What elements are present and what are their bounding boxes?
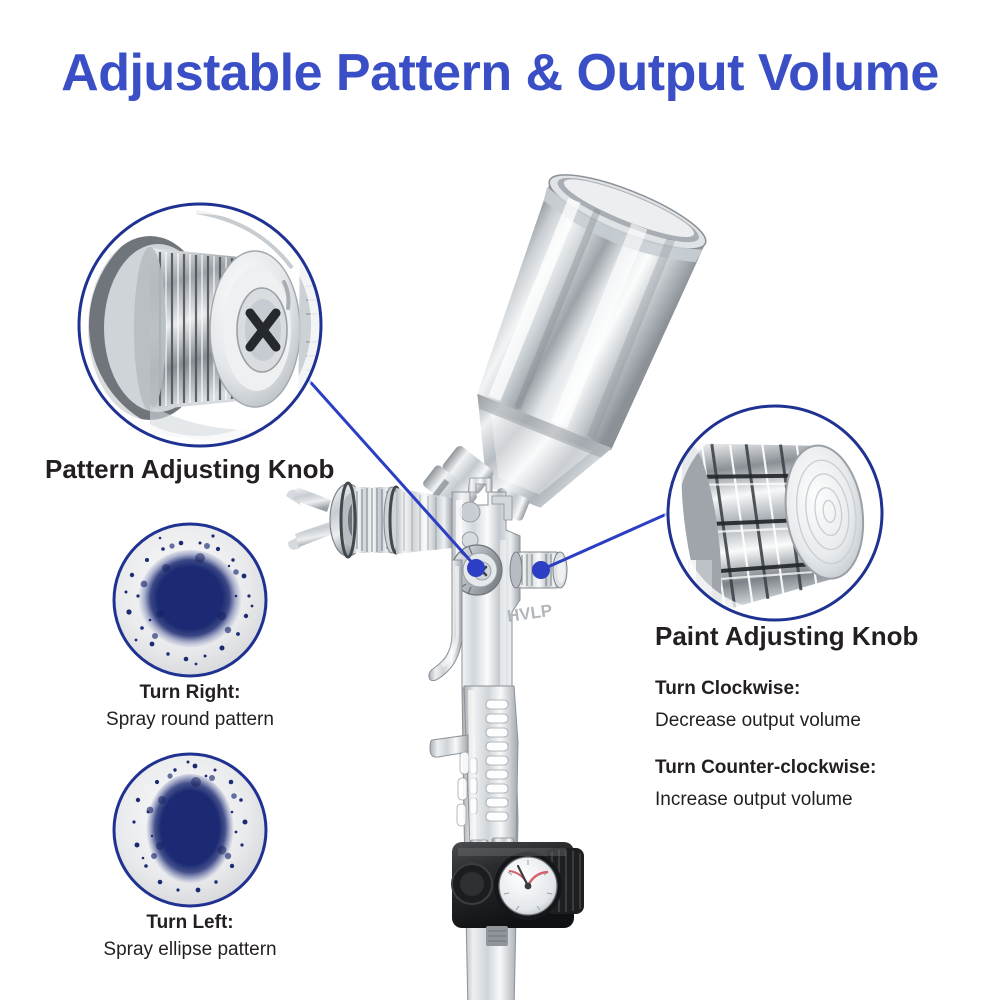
page-title: Adjustable Pattern & Output Volume bbox=[61, 44, 939, 102]
hvlp-marking: HVLP bbox=[506, 601, 554, 626]
leader-dot-paint-knob bbox=[532, 561, 550, 579]
turn-clockwise-title: Turn Clockwise: bbox=[655, 678, 801, 699]
turn-right-description: Spray round pattern bbox=[106, 709, 274, 730]
turn-right-title: Turn Right: bbox=[139, 682, 241, 703]
air-regulator bbox=[451, 842, 584, 946]
cup-fitting bbox=[423, 446, 494, 515]
trigger bbox=[428, 559, 463, 682]
turn-left-description: Spray ellipse pattern bbox=[103, 939, 277, 960]
magnifier-ring-right bbox=[666, 404, 884, 622]
turn-clockwise-description: Decrease output volume bbox=[655, 710, 861, 731]
magnifier-ring-left bbox=[77, 202, 323, 448]
pattern-circle-ellipse-ring bbox=[112, 752, 268, 908]
paint-knob-heading: Paint Adjusting Knob bbox=[655, 621, 919, 651]
leader-dot-pattern-knob bbox=[467, 559, 485, 577]
pattern-circle-round-ring bbox=[112, 522, 268, 678]
turn-left-title: Turn Left: bbox=[146, 912, 234, 933]
air-cap bbox=[286, 481, 452, 559]
gun-body: HVLP bbox=[451, 477, 554, 701]
pattern-adjusting-knob bbox=[451, 544, 503, 596]
paint-adjusting-knob bbox=[509, 551, 568, 589]
turn-counter-clockwise-title: Turn Counter-clockwise: bbox=[655, 757, 877, 778]
pressure-gauge bbox=[498, 856, 558, 916]
leader-line-paint-knob bbox=[540, 511, 670, 572]
air-inlet-fitting bbox=[469, 837, 515, 869]
turn-counter-clockwise-description: Increase output volume bbox=[655, 789, 853, 810]
pattern-knob-heading: Pattern Adjusting Knob bbox=[45, 454, 335, 484]
grip-handle bbox=[429, 685, 519, 1000]
paint-cup bbox=[476, 174, 707, 521]
